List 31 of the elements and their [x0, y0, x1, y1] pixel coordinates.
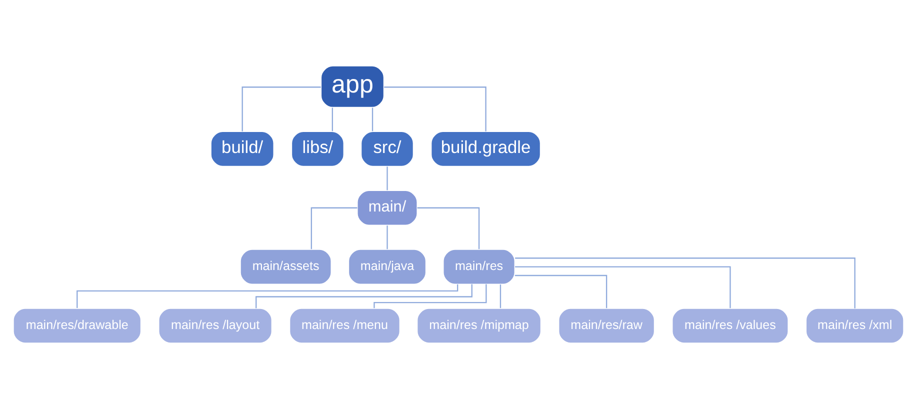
connector	[515, 266, 731, 308]
connector	[386, 226, 388, 250]
connector	[515, 258, 856, 308]
node-box: src/	[360, 131, 414, 167]
node-box: main/res	[442, 248, 516, 285]
node-box: main/assets	[240, 248, 332, 285]
connector	[384, 86, 486, 132]
node-box: build.gradle	[430, 131, 541, 167]
node-box: main/res/raw	[558, 308, 655, 344]
connector	[514, 274, 608, 308]
connector	[386, 166, 388, 190]
connector	[372, 108, 374, 132]
connector	[500, 284, 502, 308]
node-box: app	[320, 65, 384, 108]
node-box: main/	[356, 190, 418, 226]
connector	[417, 207, 480, 250]
node-box: main/res /values	[672, 308, 789, 344]
node-box: main/res /xml	[806, 308, 904, 344]
node-box: main/java	[348, 248, 426, 285]
connector	[76, 284, 458, 308]
connector	[242, 86, 321, 132]
node-box: libs/	[291, 131, 344, 167]
node-box: main/res /menu	[289, 308, 400, 344]
connector	[332, 108, 333, 132]
node-box: build/	[210, 131, 274, 167]
connector	[374, 284, 487, 308]
connector	[256, 284, 472, 308]
node-box: main/res/drawable	[12, 308, 142, 344]
node-box: main/res /mipmap	[416, 308, 542, 344]
connector	[310, 207, 358, 250]
node-box: main/res /layout	[158, 308, 272, 344]
